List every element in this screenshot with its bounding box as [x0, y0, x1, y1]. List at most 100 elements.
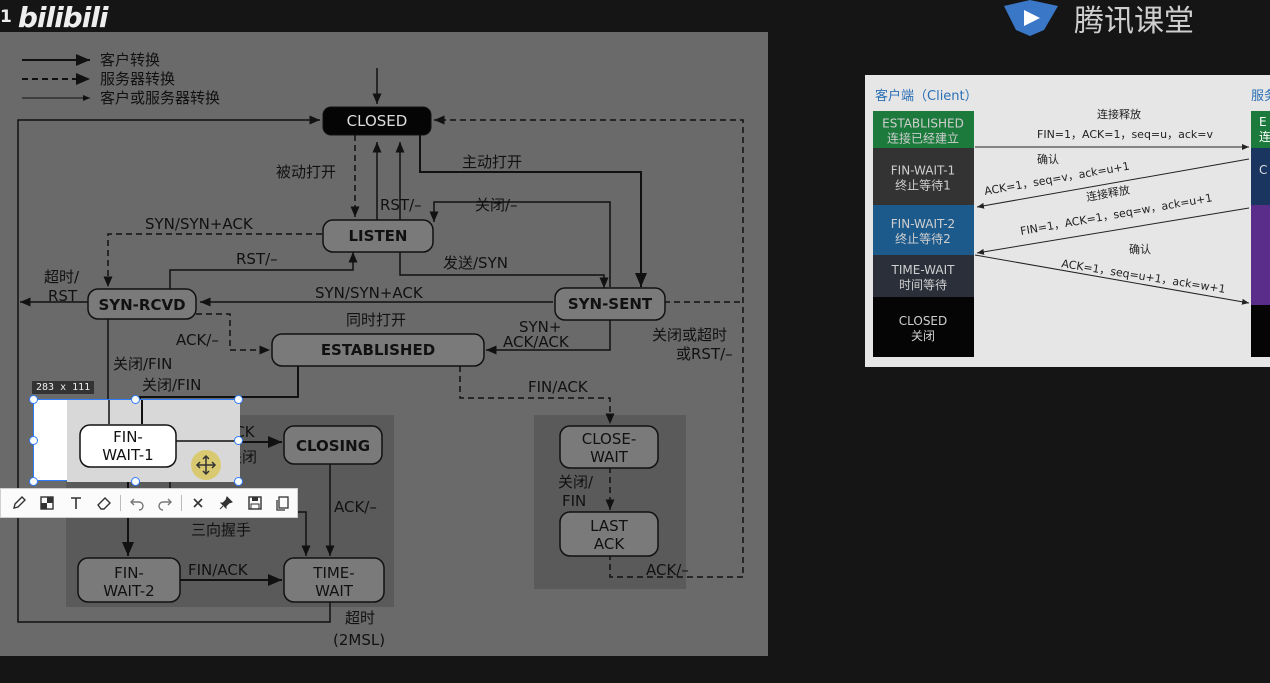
label-close-fin-3b: FIN: [562, 492, 586, 510]
resize-handle-b[interactable]: [131, 477, 140, 486]
label-timeout-a: 超时: [345, 609, 375, 627]
server-state-fragment: 连: [1259, 129, 1270, 144]
cancel-button[interactable]: [184, 490, 212, 516]
resize-handle-r[interactable]: [234, 436, 243, 445]
capture-selection[interactable]: FIN- WAIT-1: [33, 399, 240, 482]
state-fin-wait-1: FIN- WAIT-1: [79, 424, 177, 468]
eraser-icon: [96, 497, 111, 510]
undo-button[interactable]: [123, 490, 151, 516]
legend-client: 客户转换: [100, 51, 160, 69]
label-ack-3: ACK/–: [646, 561, 689, 579]
svg-text:SYN-SENT: SYN-SENT: [568, 295, 653, 313]
state-time-wait: TIME- WAIT: [283, 557, 385, 603]
resize-handle-t[interactable]: [131, 395, 140, 404]
svg-text:TIME-: TIME-: [312, 564, 354, 582]
client-state-name: FIN-WAIT-2: [891, 217, 955, 231]
label-fin-ack-1: FIN/ACK: [528, 378, 589, 396]
label-close-timeout-b: 或RST/–: [676, 345, 733, 363]
msg4-title: 确认: [1129, 243, 1151, 256]
label-ack-1: ACK/–: [176, 331, 219, 349]
server-state-fragment: C: [1259, 163, 1267, 177]
label-passive-open: 被动打开: [276, 163, 336, 181]
label-ack-ack: ACK/ACK: [503, 333, 570, 351]
legend-server: 服务器转换: [100, 70, 175, 88]
text-button[interactable]: [61, 490, 89, 516]
resize-handle-tr[interactable]: [234, 395, 243, 404]
undo-icon: [129, 498, 144, 511]
state-syn-sent: SYN-SENT: [554, 287, 666, 321]
mosaic-icon: [40, 496, 54, 510]
copy-button[interactable]: [269, 490, 297, 516]
state-listen: LISTEN: [322, 219, 434, 253]
resize-handle-tl[interactable]: [29, 395, 38, 404]
msg1-title: 连接释放: [1097, 107, 1141, 121]
resize-handle-bl[interactable]: [29, 477, 38, 486]
label-close-fin-2: 关闭/FIN: [142, 376, 201, 394]
copy-icon: [276, 496, 289, 511]
toolbar-separator: [181, 495, 183, 511]
bilibili-wordmark: bilibili: [17, 0, 109, 34]
episode-number: 1: [0, 7, 12, 27]
move-cursor-icon: [195, 454, 217, 476]
close-icon: [193, 498, 203, 508]
pen-icon: [13, 496, 27, 509]
msg2-title: 确认: [1037, 153, 1059, 166]
tencent-wordmark: 腾讯课堂: [1074, 4, 1194, 39]
label-fin-ack-3: FIN/ACK: [188, 561, 249, 579]
pen-button[interactable]: [5, 490, 33, 516]
svg-text:ACK: ACK: [594, 535, 625, 553]
capture-toolbar: [0, 488, 298, 518]
resize-handle-l[interactable]: [29, 436, 38, 445]
state-established: ESTABLISHED: [271, 333, 485, 367]
eraser-button[interactable]: [90, 490, 118, 516]
toolbar-separator: [119, 495, 121, 511]
svg-text:WAIT-1: WAIT-1: [102, 446, 153, 464]
label-timeout-rst-b: RST: [48, 287, 78, 305]
mosaic-button[interactable]: [33, 490, 61, 516]
label-synplus: SYN+: [519, 318, 561, 336]
label-rst-2: RST/–: [236, 250, 278, 268]
label-ack-2: ACK/–: [334, 498, 377, 516]
label-syn-synack-1: SYN/SYN+ACK: [145, 215, 254, 233]
client-state-desc: 终止等待1: [895, 178, 951, 193]
client-state-name: TIME-WAIT: [891, 263, 956, 277]
svg-text:CLOSING: CLOSING: [296, 437, 370, 455]
state-close-wait: CLOSE- WAIT: [559, 425, 659, 469]
label-rst-1: RST/–: [380, 196, 422, 214]
pin-button[interactable]: [212, 490, 240, 516]
state-last-ack: LAST ACK: [559, 511, 659, 557]
client-state-name: ESTABLISHED: [882, 117, 964, 131]
svg-text:FIN-: FIN-: [113, 428, 143, 446]
legend: 客户转换 服务器转换 客户或服务器转换: [22, 51, 220, 107]
svg-text:CLOSE-: CLOSE-: [582, 430, 637, 448]
resize-handle-br[interactable]: [234, 477, 243, 486]
label-three-way: 三向握手: [191, 521, 251, 539]
label-close-fin-1: 关闭/FIN: [113, 355, 172, 373]
legend-both: 客户或服务器转换: [100, 89, 220, 107]
label-close-fin-3a: 关闭/: [558, 473, 594, 491]
svg-text:FIN-: FIN-: [114, 564, 144, 582]
bilibili-logo: 1 bilibili: [0, 0, 109, 34]
client-state-name: CLOSED: [899, 314, 948, 328]
client-state-desc: 时间等待: [899, 278, 947, 292]
client-server-teardown-panel: 客户端（Client） 服务 ESTABLISHED连接已经建立FIN-WAIT…: [865, 75, 1270, 367]
svg-text:SYN-RCVD: SYN-RCVD: [98, 296, 185, 314]
client-state-name: FIN-WAIT-1: [891, 164, 955, 178]
svg-text:WAIT: WAIT: [315, 582, 354, 600]
state-syn-rcvd: SYN-RCVD: [87, 288, 197, 320]
label-syn-synack-2: SYN/SYN+ACK: [315, 284, 424, 302]
label-send-syn: 发送/SYN: [443, 254, 508, 272]
save-button[interactable]: [241, 490, 269, 516]
redo-button[interactable]: [151, 490, 179, 516]
label-close-1: 关闭/–: [475, 196, 518, 214]
msg1-text: FIN=1，ACK=1，seq=u，ack=v: [1037, 128, 1214, 141]
selection-size-label: 283 x 111: [32, 381, 95, 394]
label-active-open: 主动打开: [462, 153, 522, 171]
redo-icon: [158, 498, 173, 511]
label-timeout-b: (2MSL): [333, 631, 385, 649]
